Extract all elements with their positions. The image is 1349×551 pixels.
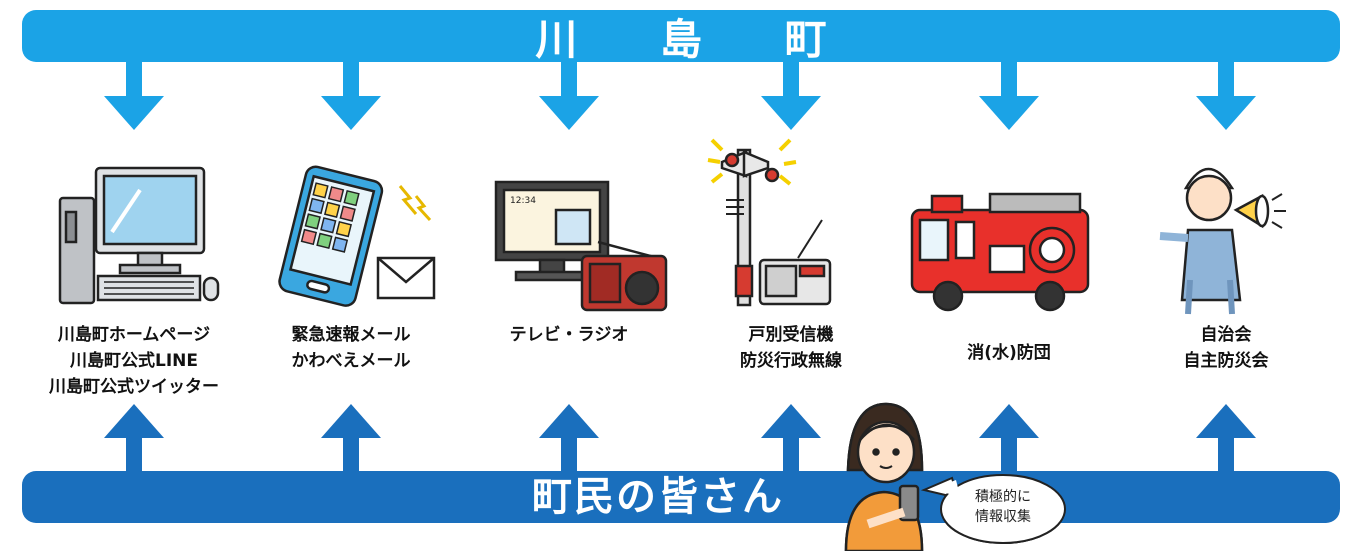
speaker-pole-icon: [707, 138, 832, 307]
speech-bubble-text: 積極的に 情報収集: [975, 489, 1031, 525]
up-arrow: [104, 404, 164, 474]
megaphone-worker-icon: [1159, 167, 1286, 315]
smartphone-mail-icon: [278, 165, 436, 307]
town-title: 川 島 町: [535, 14, 861, 64]
channel-label-mail: 緊急速報メール かわべえメール: [291, 325, 411, 371]
channel-label-fire-brigade: 消(水)防団: [967, 343, 1051, 363]
channel-label-computer: 川島町ホームページ 川島町公式LINE 川島町公式ツイッター: [49, 325, 219, 397]
residents-title: 町民の皆さん: [532, 474, 784, 520]
town-bar: 川 島 町: [22, 10, 1340, 64]
svg-text:12:34: 12:34: [510, 196, 536, 206]
up-arrow: [1196, 404, 1256, 474]
residents-bar: 町民の皆さん: [22, 471, 1340, 523]
channel-label-receiver: 戸別受信機 防災行政無線: [740, 325, 842, 371]
down-arrow: [1196, 60, 1256, 130]
down-arrow: [321, 60, 381, 130]
down-arrow: [979, 60, 1039, 130]
up-arrow: [979, 404, 1039, 474]
down-arrow: [761, 60, 821, 130]
channel-label-tv-radio: テレビ・ラジオ: [509, 325, 629, 345]
tv-radio-icon: 12:34: [494, 180, 668, 312]
up-arrow: [539, 404, 599, 474]
up-arrow: [761, 404, 821, 474]
channel-label-community: 自治会 自主防災会: [1183, 325, 1269, 371]
down-arrow: [104, 60, 164, 130]
computer-icon: [58, 166, 220, 305]
up-arrow: [321, 404, 381, 474]
fire-truck-icon: [910, 192, 1090, 312]
down-arrow: [539, 60, 599, 130]
